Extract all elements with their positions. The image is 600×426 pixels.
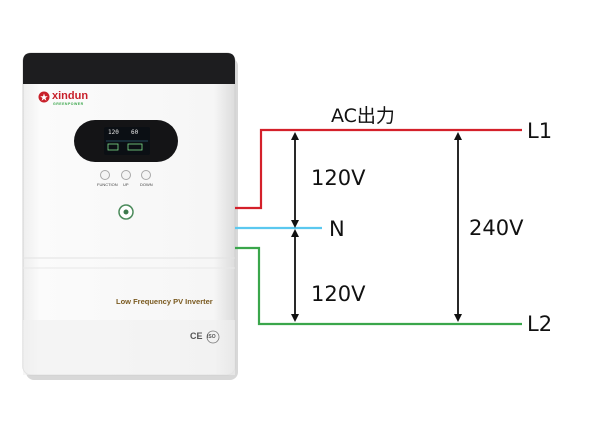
function-button[interactable]: [100, 170, 110, 180]
lcd-bar-icon: [107, 143, 119, 151]
logo-star-icon: [40, 93, 48, 101]
power-switch[interactable]: [118, 204, 134, 220]
down-button[interactable]: [141, 170, 151, 180]
brand-tagline: GREENPOWER: [53, 102, 84, 106]
lcd-reading-2: 60: [131, 129, 139, 136]
voltage-l1-n: 120V: [311, 166, 366, 190]
display-panel: [74, 120, 178, 162]
voltage-l1-l2: 240V: [469, 216, 524, 240]
panel-shade: [23, 320, 235, 375]
ce-mark: CE: [190, 331, 203, 341]
brand-name: xindun: [52, 90, 89, 102]
wire-l2: [235, 246, 522, 326]
terminal-l1: L1: [527, 119, 553, 143]
lcd-reading-1: 120: [108, 129, 119, 136]
down-button-label: DOWN: [140, 182, 153, 187]
iso-badge-icon: [206, 330, 220, 344]
terminal-n: N: [329, 217, 345, 241]
control-buttons: [100, 170, 151, 180]
up-button[interactable]: [121, 170, 131, 180]
up-button-label: UP: [123, 182, 129, 187]
power-switch-center-icon: [123, 209, 129, 215]
ac-output-title: AC出力: [331, 105, 395, 127]
function-button-label: FUNCTION: [97, 182, 118, 187]
model-label: Low Frequency PV Inverter: [116, 297, 213, 306]
voltage-n-l2: 120V: [311, 282, 366, 306]
lcd-battery-icon: [127, 143, 143, 151]
inverter-top-cap: [23, 53, 235, 84]
iso-mark: ISO: [207, 334, 216, 340]
wire-l1: [235, 128, 522, 210]
terminal-l2: L2: [527, 312, 553, 336]
